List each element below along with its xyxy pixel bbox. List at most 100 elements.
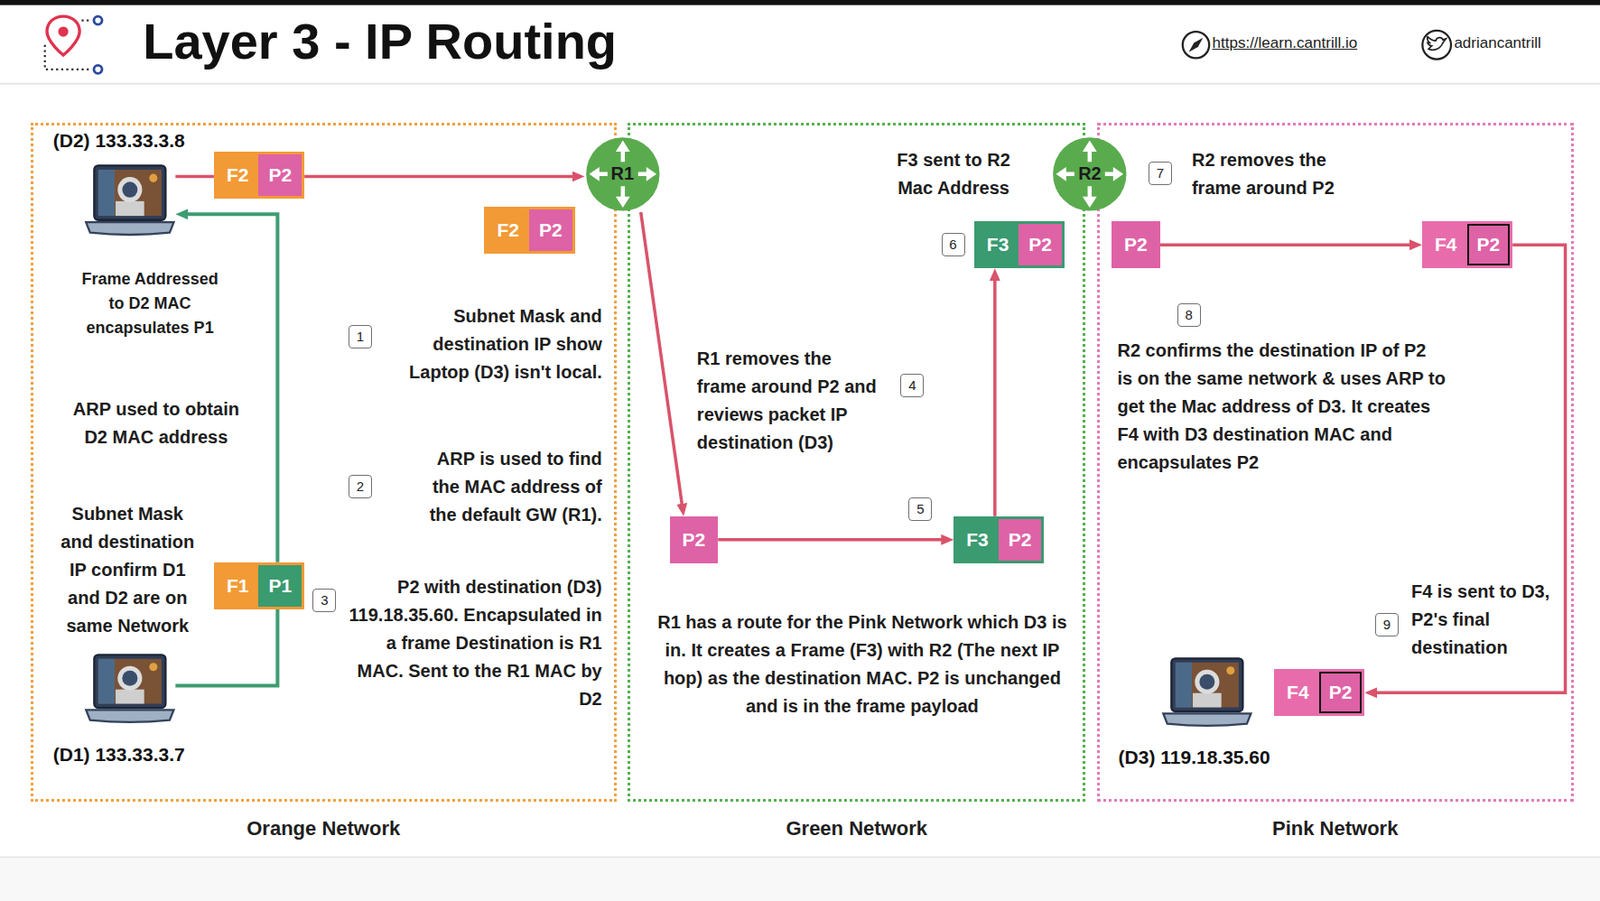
step-note: F4 is sent to D3, P2's final destination: [1411, 577, 1554, 662]
router-arrow: [1082, 140, 1098, 163]
packet-box: P2: [669, 516, 719, 564]
router-name: R1: [585, 136, 661, 213]
social-handle: adriancantrill: [1453, 33, 1541, 54]
frame-packet: F2P2: [213, 151, 305, 199]
connector: [1373, 244, 1565, 693]
laptop-bezel: [1171, 658, 1243, 712]
laptop-icon: [83, 163, 177, 237]
callout-number: 4: [900, 373, 924, 398]
astronaut-visor: [121, 181, 138, 197]
frame-packet: F1P1: [213, 562, 305, 610]
router-arrow: [1056, 167, 1075, 182]
callout-number: 3: [312, 588, 336, 613]
laptop-base: [85, 222, 174, 235]
callout-number: 5: [908, 497, 932, 521]
laptop-screen: [97, 169, 161, 216]
step-note: Subnet Mask and destination IP confirm D…: [55, 500, 200, 641]
map-pin-icon: [46, 16, 80, 56]
screen-panel: [1175, 661, 1192, 707]
page-title: Layer 3 - IP Routing: [142, 14, 617, 69]
route-node: [93, 65, 103, 74]
frame-name: F2: [486, 209, 530, 252]
host-address: (D3) 119.18.35.60: [1118, 746, 1211, 769]
astronaut-helmet: [117, 176, 142, 203]
frame-packet: F4P2: [1274, 669, 1365, 717]
frame-packet: F3P2: [953, 516, 1044, 564]
astronaut-helmet: [117, 666, 142, 691]
laptop-base: [1162, 713, 1251, 726]
router-name: R2: [1051, 136, 1128, 213]
network-name: Pink Network: [1099, 817, 1572, 841]
step-note: Frame Addressed to D2 MAC encapsulates P…: [73, 267, 227, 341]
frame-name: F1: [216, 565, 260, 607]
frame-name: F4: [1276, 671, 1320, 714]
frame-packet: F2P2: [483, 206, 575, 254]
callout-number: 7: [1148, 161, 1173, 186]
twitter-icon: [1422, 30, 1452, 60]
connector: [1160, 242, 1414, 247]
router-arrow: [588, 167, 607, 182]
connector: [175, 609, 278, 687]
compass-needle: [1189, 37, 1204, 53]
laptop-icon: [1161, 656, 1254, 728]
connector: [184, 213, 278, 562]
frame-name: F4: [1424, 223, 1468, 266]
top-bar: [0, 0, 1600, 6]
host-address: (D2) 133.33.3.8: [53, 130, 146, 152]
packet-name: P2: [1114, 223, 1158, 266]
connector: [641, 212, 683, 508]
router-arrow: [614, 186, 630, 209]
twitter-bird: [1427, 37, 1447, 51]
step-note: ARP is used to find the MAC address of t…: [406, 445, 603, 530]
laptop-screen: [1175, 661, 1239, 707]
frame-name: F3: [976, 223, 1020, 266]
callout-number: 8: [1177, 303, 1201, 327]
astronaut-body: [1192, 692, 1222, 707]
packet-name: P2: [1018, 223, 1062, 266]
router-arrow: [1105, 167, 1124, 182]
frame-packet: F4P2: [1422, 221, 1513, 269]
packet-name: P2: [672, 519, 717, 561]
header-rule: [0, 83, 1600, 85]
laptop-base: [85, 710, 174, 724]
router-arrow: [614, 140, 630, 163]
packet-name: P2: [1319, 671, 1363, 714]
map-pin-dot: [57, 26, 68, 37]
astronaut-visor: [1199, 673, 1215, 689]
packet-name: P2: [529, 209, 573, 252]
laptop-icon: [83, 652, 177, 725]
astronaut-body: [115, 689, 145, 705]
frame-name: F3: [956, 519, 999, 561]
footer-band: [0, 856, 1600, 901]
connector: [175, 175, 214, 179]
site-link: https://learn.cantrill.io: [1212, 33, 1359, 54]
screen-light: [1226, 666, 1235, 675]
screen-light: [148, 663, 158, 672]
route-node: [93, 16, 103, 25]
screen-panel: [97, 169, 114, 216]
frame-name: F2: [216, 154, 260, 196]
screen-panel: [97, 659, 114, 705]
laptop-screen: [97, 659, 161, 705]
callout-number: 1: [348, 325, 373, 349]
step-note: Subnet Mask and destination IP show Lapt…: [375, 302, 603, 387]
router-arrow: [1082, 186, 1098, 209]
connector: [304, 175, 576, 179]
step-note: ARP used to obtain D2 MAC address: [61, 395, 252, 452]
astronaut-body: [115, 201, 145, 216]
step-note: P2 with destination (D3) 119.18.35.60. E…: [343, 573, 603, 714]
step-note: F3 sent to R2 Mac Address: [879, 146, 1028, 203]
connector: [717, 538, 945, 542]
footer-rule: [0, 856, 1600, 859]
callout-number: 2: [348, 474, 373, 499]
laptop-host: (D1) 133.33.3.7: [83, 652, 177, 725]
packet-name: P2: [1467, 223, 1511, 266]
packet-name: P2: [998, 519, 1042, 561]
laptop-host: (D3) 119.18.35.60: [1161, 656, 1254, 728]
step-note: R1 has a route for the Pink Network whic…: [652, 608, 1071, 721]
step-note: R1 removes the frame around P2 and revie…: [697, 344, 881, 457]
router-arrow: [637, 167, 656, 182]
laptop-bezel: [93, 655, 166, 709]
connector: [993, 277, 997, 517]
